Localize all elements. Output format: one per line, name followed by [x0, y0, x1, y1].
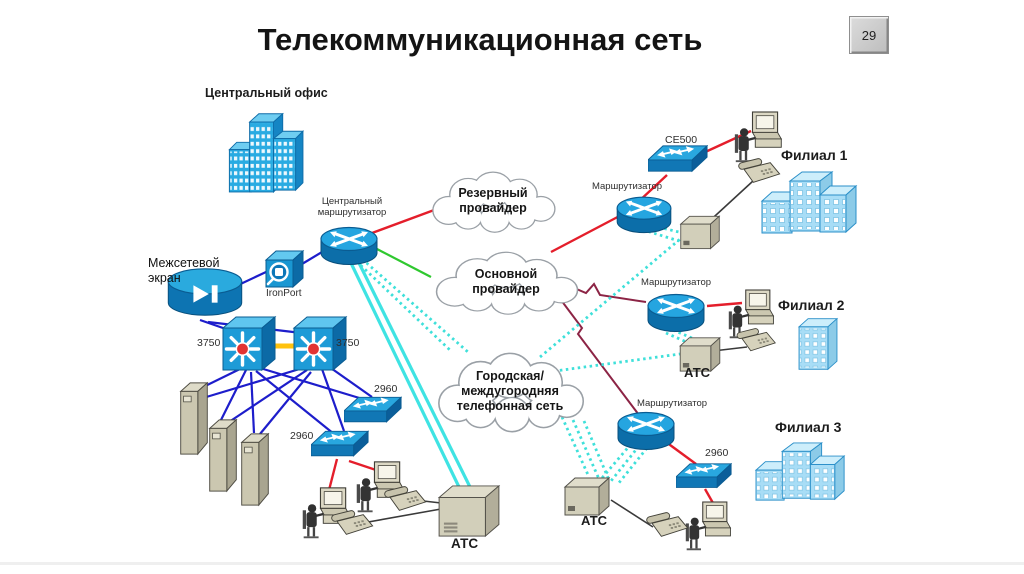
branch2-router-label: Маршрутизатор: [641, 277, 712, 288]
switch-3750-left-label: 3750: [197, 337, 221, 349]
server-icon: [236, 430, 274, 508]
branch3-building-icon: [752, 442, 850, 502]
pbx-branch3-icon: [558, 476, 616, 516]
pbx-branch1-icon: [679, 214, 721, 250]
central-office-building-icon: [222, 108, 314, 206]
branch1-building-icon: [760, 170, 860, 236]
pbx-central-label: АТС: [451, 536, 479, 551]
central-router-label: Центральный маршрутизатор: [317, 196, 387, 219]
switch-3750-right-label: 3750: [336, 337, 360, 349]
workstation-icon: [684, 500, 734, 554]
phone-icon: [645, 512, 689, 542]
pbx-branch3-label: АТС: [581, 513, 608, 528]
slide-title: Телекоммуникационная сеть: [257, 22, 703, 57]
branch1-label: Филиал 1: [781, 147, 848, 163]
central-router-icon: [318, 219, 380, 267]
ce500-switch-icon: [648, 143, 708, 175]
phone-icon: [735, 328, 777, 356]
slide-bottom-edge: [0, 562, 1024, 565]
branch3-router-label: Маршрутизатор: [637, 398, 708, 409]
voice-trunks-dotted: [351, 221, 700, 485]
branch2-router-icon: [644, 286, 708, 334]
page-number-badge: 29: [849, 16, 889, 54]
voice-trunks-solid: [348, 260, 472, 488]
switch-2960-upper-icon: [344, 394, 402, 426]
main-provider-uplink: [376, 248, 432, 278]
branch3-router-icon: [614, 404, 678, 452]
branch2-building-icon: [793, 316, 843, 372]
phone-icon: [383, 486, 427, 516]
pbx-central-icon: [436, 484, 502, 538]
switch-2960-lower-icon: [311, 428, 369, 460]
branch2-label: Филиал 2: [778, 297, 845, 313]
ironport-icon: [262, 248, 306, 292]
switch-2960-branch3-label: 2960: [705, 447, 729, 459]
switch-2960-lower-label: 2960: [290, 430, 314, 442]
central-office-label: Центральный офис: [205, 86, 328, 100]
pbx-branch2-label: АТС: [684, 365, 711, 380]
switch-3750-left-icon: [221, 314, 277, 374]
branch3-label: Филиал 3: [775, 419, 842, 435]
phone-icon: [330, 510, 374, 540]
firewall-label: Межсетевой экран: [148, 256, 220, 285]
switch-2960-branch3-icon: [676, 460, 732, 492]
lan-links: [192, 245, 373, 435]
switch-2960-upper-label: 2960: [374, 383, 398, 395]
ce500-label: CE500: [665, 134, 698, 146]
branch1-router-icon: [613, 189, 675, 235]
ironport-label: IronPort: [266, 288, 302, 299]
branch1-router-label: Маршрутизатор: [592, 181, 663, 192]
